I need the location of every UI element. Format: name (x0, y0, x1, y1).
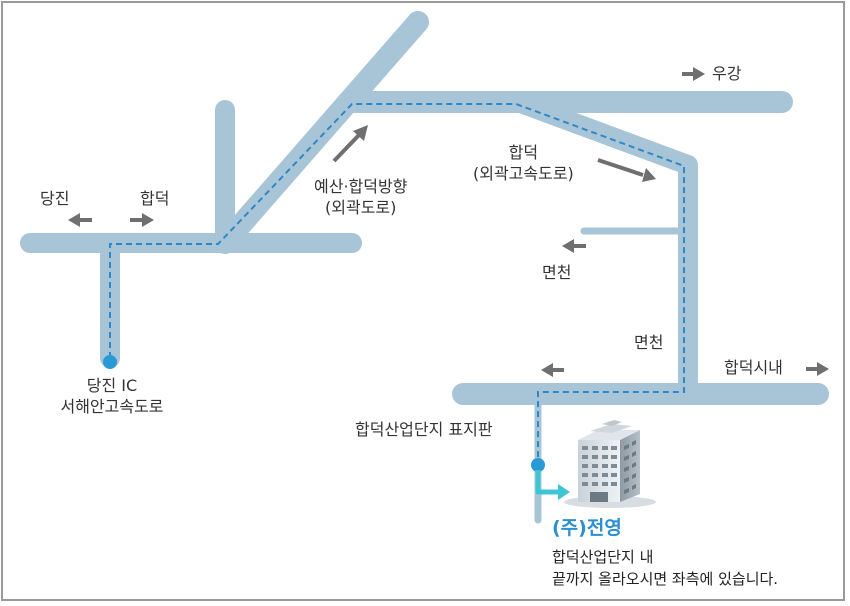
label-dangjin-ic: 당진 IC 서해안고속도로 (48, 375, 176, 417)
company-desc-line2: 끝까지 올라오시면 좌측에 있습니다. (552, 570, 779, 588)
company-description: 합덕산업단지 내 끝까지 올라오시면 좌측에 있습니다. (552, 546, 778, 590)
label-yesan-hapdeok: 예산·합덕방향 (외곽도로) (314, 176, 407, 218)
label-ugang: 우강 (712, 64, 742, 83)
arrow-up-right-icon (332, 125, 368, 163)
label-hapdeok-east: 합덕 (508, 143, 539, 162)
road-diagonal-yesan (214, 11, 429, 254)
label-dangjin-ic-name: 당진 IC (86, 376, 138, 395)
label-yesan-direction: 예산·합덕방향 (314, 177, 408, 196)
office-building-icon (564, 420, 656, 508)
arrow-down-right-icon (597, 158, 656, 182)
label-hapdeok-west: 합덕 (140, 189, 170, 208)
turn-arrow-icon (535, 470, 570, 500)
arrow-right-icon (682, 67, 705, 81)
label-hapdeok-downtown: 합덕시내 (724, 358, 783, 377)
arrow-left-icon (562, 239, 586, 253)
label-myeoncheon-main: 면천 (634, 333, 664, 352)
label-seohaean-expressway: 서해안고속도로 (60, 397, 164, 416)
label-myeoncheon-branch: 면천 (542, 263, 572, 282)
arrow-right-icon (806, 362, 829, 376)
label-outer-road: (외곽도로) (325, 198, 397, 217)
location-pin-icon (531, 458, 545, 472)
company-desc-line1: 합덕산업단지 내 (552, 548, 654, 566)
label-industrial-sign: 합덕산업단지 표지판 (355, 420, 493, 439)
arrow-right-icon (130, 213, 154, 227)
label-hapdeok-bypass: 합덕 (외곽고속도로) (473, 142, 574, 184)
road-right-curve (508, 92, 698, 402)
roads (20, 11, 829, 524)
company-name: (주)전영 (552, 517, 622, 539)
label-dangjin-west: 당진 (40, 189, 70, 208)
label-outer-expressway: (외곽고속도로) (473, 164, 574, 183)
arrow-left-icon (541, 363, 564, 377)
arrow-left-icon (68, 213, 92, 227)
route-dashed-line (109, 103, 685, 466)
location-pin-icon (103, 355, 117, 369)
